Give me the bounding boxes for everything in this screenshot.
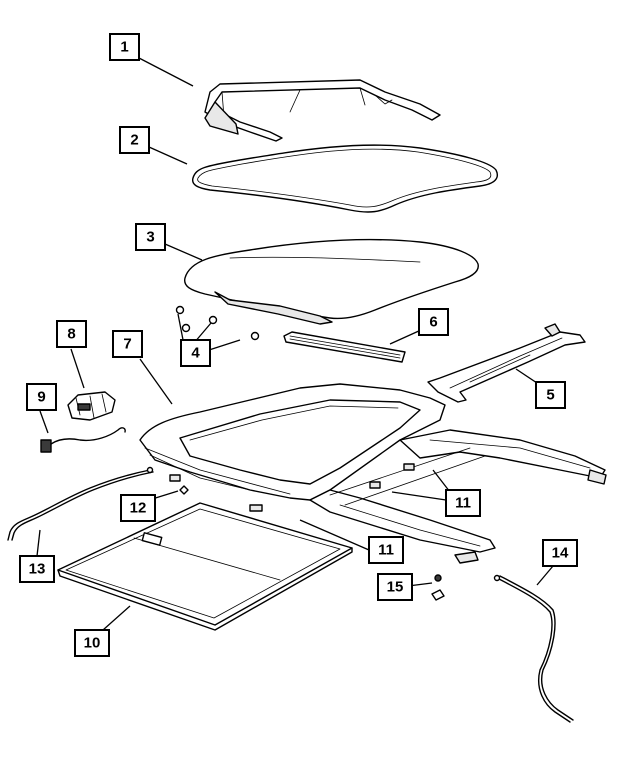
callout-7-label: 7	[123, 336, 131, 353]
part-13-drain-tube	[7, 466, 154, 541]
callout-11-lower-label: 11	[378, 542, 394, 559]
callout-8: 8	[56, 320, 87, 348]
part-2-glass-seal	[191, 144, 498, 213]
callout-9-label: 9	[37, 389, 45, 406]
part-7-frame-assembly	[139, 383, 607, 564]
callout-5-label: 5	[546, 387, 554, 404]
part-15-screw	[431, 574, 445, 601]
callout-9: 9	[26, 383, 57, 411]
part-1-deflector	[204, 79, 441, 142]
callout-6-label: 6	[429, 314, 437, 331]
callout-14-label: 14	[552, 545, 569, 562]
callout-13-label: 13	[29, 561, 46, 578]
callout-4: 4	[180, 339, 211, 367]
part-3-glass-panel	[183, 238, 479, 325]
part-4-nuts	[175, 305, 260, 341]
part-5-cross-rail	[427, 323, 586, 403]
callout-3: 3	[135, 223, 166, 251]
callout-12-label: 12	[130, 500, 147, 517]
callout-15-label: 15	[387, 579, 404, 596]
part-14-drain-tube	[493, 574, 574, 723]
callout-2-label: 2	[130, 132, 138, 149]
part-10-sunshade	[57, 502, 353, 631]
callout-6: 6	[418, 308, 449, 336]
part-12-clip	[179, 485, 189, 495]
callout-11-upper-label: 11	[455, 495, 471, 512]
callout-14: 14	[542, 539, 578, 567]
callout-10: 10	[74, 629, 110, 657]
callout-11-lower: 11	[368, 536, 404, 564]
callout-3-label: 3	[146, 229, 154, 246]
callout-7: 7	[112, 330, 143, 358]
callout-12: 12	[120, 494, 156, 522]
callout-15: 15	[377, 573, 413, 601]
callout-4-label: 4	[191, 345, 200, 362]
callout-1: 1	[109, 33, 140, 61]
callout-5: 5	[535, 381, 566, 409]
part-8-motor	[67, 391, 116, 421]
part-6-trim-strip	[283, 331, 406, 363]
callout-10-label: 10	[84, 635, 101, 652]
callout-1-label: 1	[120, 39, 128, 56]
part-9-harness	[40, 427, 126, 453]
callout-11-upper: 11	[445, 489, 481, 517]
callout-8-label: 8	[67, 326, 75, 343]
callout-13: 13	[19, 555, 55, 583]
callout-2: 2	[119, 126, 150, 154]
